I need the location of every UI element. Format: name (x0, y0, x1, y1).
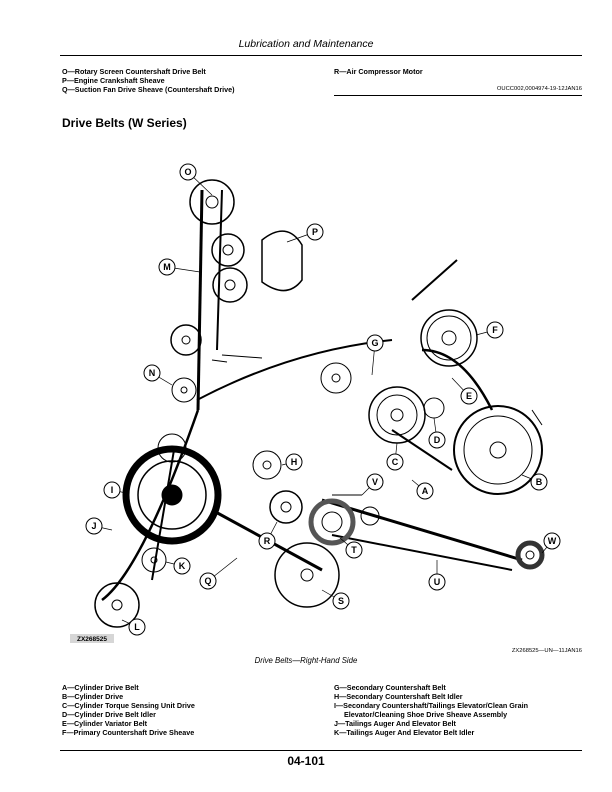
callout-t: T (345, 541, 363, 559)
svg-text:E: E (466, 391, 472, 401)
svg-text:M: M (163, 262, 171, 272)
legend-ref-code: OUCC002,0004974-19-12JAN16 (496, 86, 582, 92)
svg-text:P: P (312, 227, 318, 237)
legend-item-f: F—Primary Countershaft Drive Sheave (62, 728, 195, 737)
legend-item-e: E—Cylinder Variator Belt (62, 719, 148, 728)
svg-text:T: T (351, 545, 357, 555)
callout-h: H (285, 453, 303, 471)
callout-b: B (530, 473, 548, 491)
figure-caption: Drive Belts—Right-Hand Side (254, 656, 358, 665)
top-legend-right: R—Air Compressor Motor (334, 67, 423, 76)
bottom-legend-left: A—Cylinder Drive Belt B—Cylinder Drive C… (62, 683, 195, 737)
callout-c: C (386, 453, 404, 471)
legend-item-j: J—Tailings Auger And Elevator Belt (334, 719, 456, 728)
legend-item-q: Q—Suction Fan Drive Sheave (Countershaft… (62, 85, 235, 94)
svg-text:W: W (548, 536, 557, 546)
top-legend-left: O—Rotary Screen Countershaft Drive Belt … (62, 67, 235, 94)
drive-belt-diagram: O P M G F N E D H C B I V A R J W T K U … (62, 150, 562, 655)
svg-text:N: N (149, 368, 156, 378)
svg-text:D: D (434, 435, 441, 445)
callout-d: D (428, 431, 446, 449)
legend-item-g: G—Secondary Countershaft Belt (334, 683, 446, 692)
legend-item-k: K—Tailings Auger And Elevator Belt Idler (334, 728, 475, 737)
diagram-svg: O P M G F N E D H C B I V A R J W T K U … (70, 163, 561, 643)
legend-item-b: B—Cylinder Drive (62, 692, 124, 701)
legend-item-d: D—Cylinder Drive Belt Idler (62, 710, 156, 719)
figure-ref-code: ZX268525—UN—11JAN16 (511, 648, 582, 654)
svg-text:U: U (434, 577, 441, 587)
callout-r: R (258, 532, 276, 550)
legend-item-c: C—Cylinder Torque Sensing Unit Drive (62, 701, 195, 710)
svg-text:B: B (536, 477, 543, 487)
legend-item-p: P—Engine Crankshaft Sheave (62, 76, 165, 85)
section-title: Drive Belts (W Series) (62, 116, 187, 130)
callout-w: W (543, 532, 561, 550)
page-number: 04-101 (287, 754, 325, 768)
callout-p: P (306, 223, 324, 241)
callout-f: F (486, 321, 504, 339)
svg-text:G: G (371, 338, 378, 348)
callout-n: N (143, 364, 161, 382)
svg-text:L: L (134, 622, 140, 632)
callout-l: L (128, 618, 146, 636)
callout-i: I (103, 481, 121, 499)
legend-item-a: A—Cylinder Drive Belt (62, 683, 139, 692)
legend-item-o: O—Rotary Screen Countershaft Drive Belt (62, 67, 206, 76)
callout-o: O (179, 163, 197, 181)
svg-text:V: V (372, 477, 378, 487)
svg-text:J: J (91, 521, 96, 531)
callout-a: A (416, 482, 434, 500)
svg-text:I: I (111, 485, 114, 495)
callout-g: G (366, 334, 384, 352)
callout-v: V (366, 473, 384, 491)
header-rule (60, 55, 582, 56)
section-header: Lubrication and Maintenance (238, 38, 374, 50)
callout-m: M (158, 258, 176, 276)
callout-e: E (460, 387, 478, 405)
legend-item-i-cont: Elevator/Cleaning Shoe Drive Sheave Asse… (344, 710, 508, 719)
svg-text:O: O (184, 167, 191, 177)
legend-item-i: I—Secondary Countershaft/Tailings Elevat… (334, 701, 528, 710)
svg-text:H: H (291, 457, 298, 467)
footer-rule (60, 750, 582, 751)
svg-text:ZX268525: ZX268525 (77, 636, 107, 643)
svg-text:S: S (338, 596, 344, 606)
svg-text:C: C (392, 457, 399, 467)
part-id-badge: ZX268525 (70, 634, 114, 643)
callout-s: S (332, 592, 350, 610)
callout-q: Q (199, 572, 217, 590)
callout-j: J (85, 517, 103, 535)
svg-text:A: A (422, 486, 429, 496)
callout-k: K (173, 557, 191, 575)
svg-text:K: K (179, 561, 186, 571)
legend-item-r: R—Air Compressor Motor (334, 67, 423, 76)
svg-text:R: R (264, 536, 271, 546)
bottom-legend-right: G—Secondary Countershaft Belt H—Secondar… (334, 683, 528, 737)
svg-text:F: F (492, 325, 498, 335)
legend-rule (334, 95, 582, 96)
svg-text:Q: Q (204, 576, 211, 586)
callout-u: U (428, 573, 446, 591)
legend-item-h: H—Secondary Countershaft Belt Idler (334, 692, 463, 701)
